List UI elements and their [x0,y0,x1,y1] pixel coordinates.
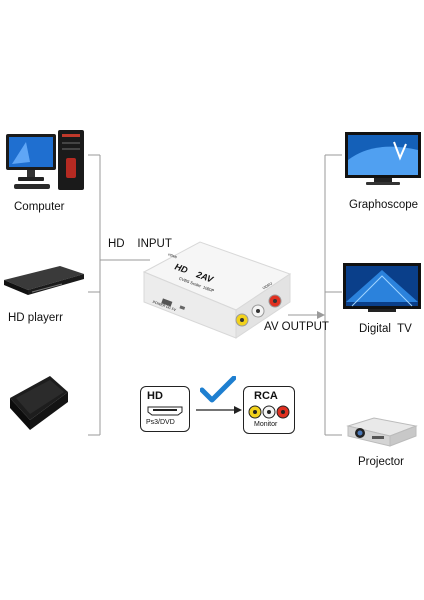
hdmi-port-icon [147,406,183,416]
checkmark-icon [200,376,236,404]
arrow-icon [196,406,242,414]
output-label-graphoscope: Graphoscope [349,199,419,211]
legend-source-subtitle: Ps3/DVD [146,419,175,426]
legend-source-title: HD [147,390,163,402]
input-label: HD INPUT [108,238,172,250]
legend-target-box: RCA Monitor [243,386,295,434]
hd-player-icon [2,262,86,298]
tv-icon [342,262,422,314]
computer-icon [4,128,90,194]
converter-box: HD 2AV CVBS Scaler 1080P POWER DC 5V HDM… [138,238,296,342]
source-label-computer: Computer [14,201,65,213]
legend-source-box: HD Ps3/DVD [140,386,190,432]
legend-target-subtitle: Monitor [254,421,278,428]
game-console-icon [6,372,72,436]
source-label-hd-player: HD playerr [8,312,63,324]
projector-icon [344,414,420,450]
rca-ports-icon [247,405,291,419]
output-label-digital-tv: Digital TV [359,323,412,335]
output-label: AV OUTPUT [264,321,329,333]
tv-icon [344,130,422,190]
legend-target-title: RCA [254,390,278,402]
output-label-projector: Projector [358,456,405,468]
